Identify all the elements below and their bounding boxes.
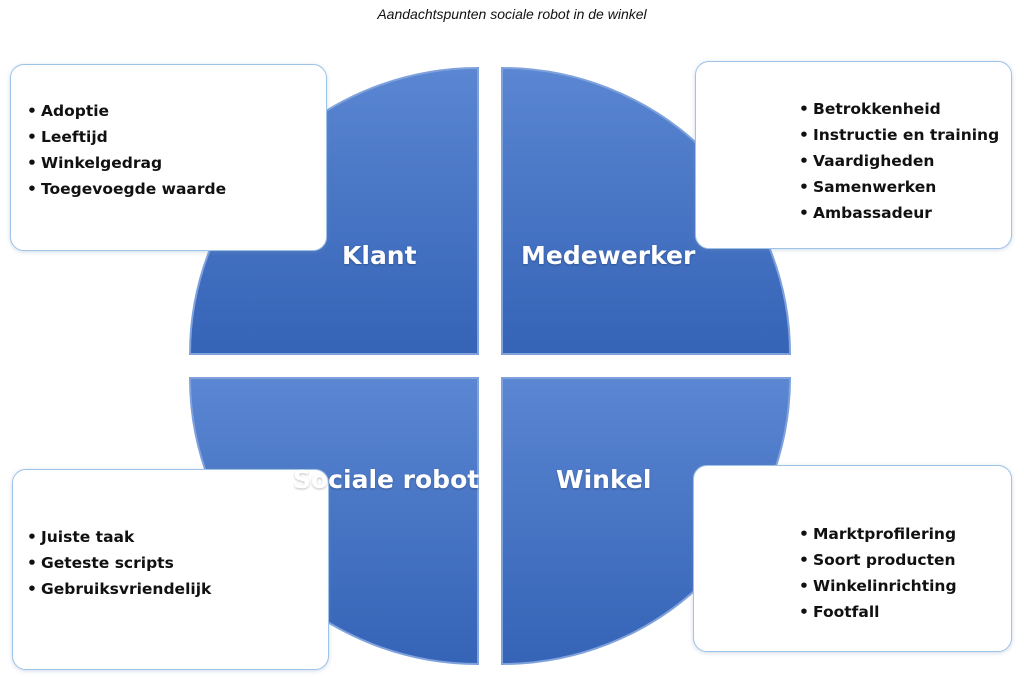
list-item: Adoptie <box>27 98 226 124</box>
winkel-label: Winkel <box>556 465 652 494</box>
list-item: Footfall <box>799 599 957 625</box>
list-item: Instructie en training <box>799 122 999 148</box>
list-item: Vaardigheden <box>799 148 999 174</box>
list-item: Winkelgedrag <box>27 150 226 176</box>
list-item: Betrokkenheid <box>799 96 999 122</box>
medewerker-label: Medewerker <box>521 241 696 270</box>
winkel-list: Marktprofilering Soort producten Winkeli… <box>799 521 957 625</box>
list-item: Soort producten <box>799 547 957 573</box>
medewerker-list: Betrokkenheid Instructie en training Vaa… <box>799 96 999 226</box>
klant-box: Adoptie Leeftijd Winkelgedrag Toegevoegd… <box>10 64 327 251</box>
list-item: Geteste scripts <box>27 550 211 576</box>
list-item: Juiste taak <box>27 524 211 550</box>
sociale-robot-list: Juiste taak Geteste scripts Gebruiksvrie… <box>27 524 211 602</box>
klant-list: Adoptie Leeftijd Winkelgedrag Toegevoegd… <box>27 98 226 202</box>
winkel-box: Marktprofilering Soort producten Winkeli… <box>693 465 1012 652</box>
sociale-robot-box: Juiste taak Geteste scripts Gebruiksvrie… <box>12 469 329 670</box>
list-item: Leeftijd <box>27 124 226 150</box>
list-item: Gebruiksvriendelijk <box>27 576 211 602</box>
list-item: Marktprofilering <box>799 521 957 547</box>
medewerker-box: Betrokkenheid Instructie en training Vaa… <box>695 61 1012 249</box>
klant-label: Klant <box>342 241 417 270</box>
list-item: Ambassadeur <box>799 200 999 226</box>
diagram-title: Aandachtspunten sociale robot in de wink… <box>377 6 647 22</box>
list-item: Samenwerken <box>799 174 999 200</box>
list-item: Toegevoegde waarde <box>27 176 226 202</box>
list-item: Winkelinrichting <box>799 573 957 599</box>
sociale-robot-label: Sociale robot <box>293 465 480 494</box>
